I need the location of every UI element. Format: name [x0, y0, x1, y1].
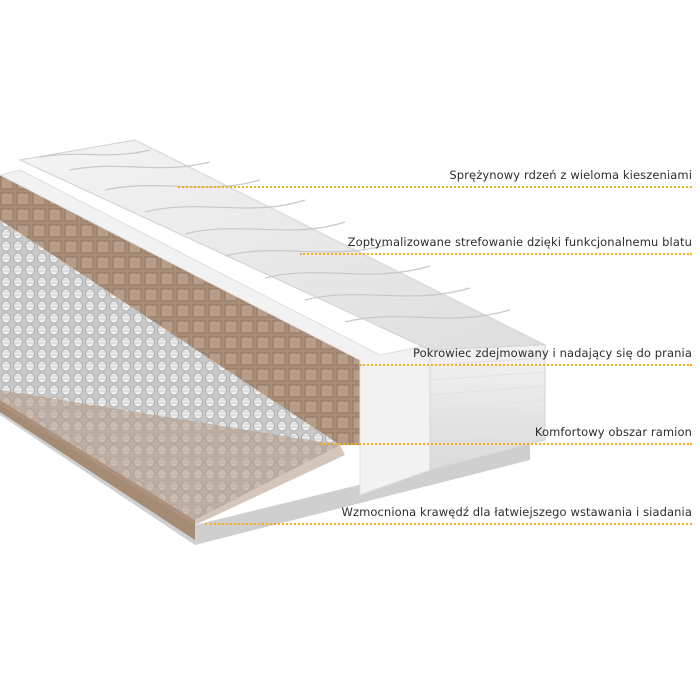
callout-pocket-spring-core: Sprężynowy rdzeń z wieloma kieszeniami — [449, 168, 692, 182]
leader-line-5 — [205, 523, 692, 525]
callout-shoulder-zone: Komfortowy obszar ramion — [534, 425, 692, 439]
callout-removable-cover: Pokrowiec zdejmowany i nadający się do p… — [412, 346, 692, 360]
leader-line-3 — [360, 364, 692, 366]
callout-zoning: Zoptymalizowane strefowanie dzięki funkc… — [347, 235, 692, 249]
comfort-foam — [0, 169, 431, 496]
callout-reinforced-edge: Wzmocniona krawędź dla łatwiejszego wsta… — [341, 505, 692, 519]
leader-line-1 — [178, 186, 692, 188]
cover-side — [429, 344, 546, 471]
leader-line-2 — [300, 253, 692, 255]
foam-border-bottom — [0, 390, 345, 525]
leader-line-4 — [320, 443, 692, 445]
quilted-top-cover — [18, 139, 547, 351]
